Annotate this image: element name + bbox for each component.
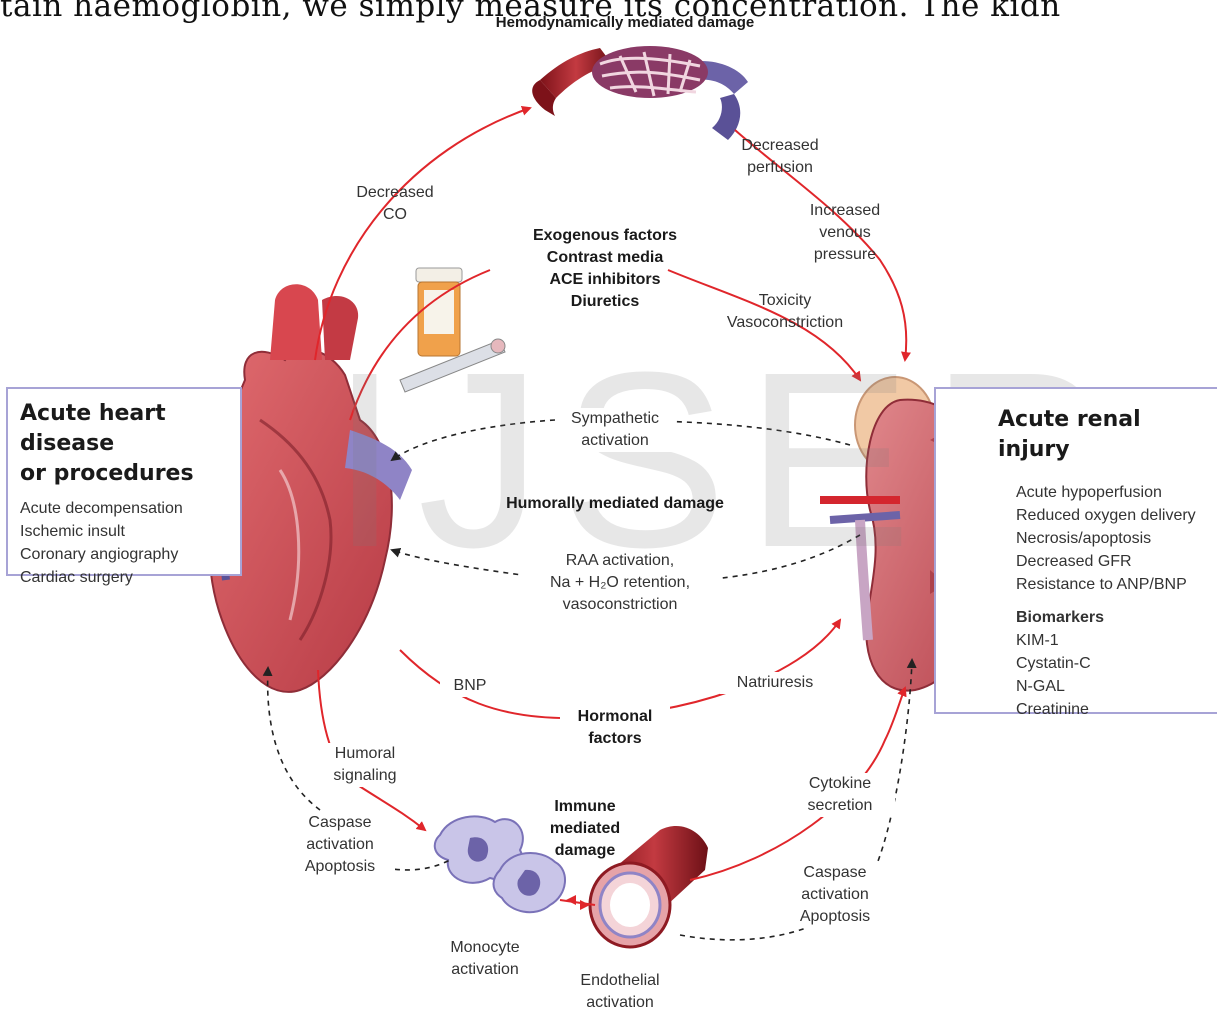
label-line: activation (555, 430, 675, 452)
label-line: activation (430, 959, 540, 981)
label-line: pressure (790, 244, 900, 266)
label-sympathetic: Sympathetic activation (555, 408, 675, 452)
label-line: activation (780, 884, 890, 906)
biomarker-item: KIM-1 (998, 629, 1217, 652)
pill-bottle-illustration (400, 268, 505, 392)
label-line: Exogenous factors (510, 225, 700, 247)
left-box-item: Acute decompensation (20, 497, 240, 520)
capillary-bed-illustration (532, 46, 748, 140)
label-line: Monocyte (430, 937, 540, 959)
left-box-item: Coronary angiography (20, 543, 240, 566)
label-decreased-perfusion: Decreased perfusion (725, 135, 835, 179)
label-line: activation (285, 834, 395, 856)
label-line: Increased (790, 200, 900, 222)
label-line: Apoptosis (285, 856, 395, 878)
label-line: Cytokine (785, 773, 895, 795)
label-line: secretion (785, 795, 895, 817)
arrow-hormonal (400, 620, 840, 718)
label-line: Endothelial (565, 970, 675, 992)
label-line: Immune (535, 796, 635, 818)
left-box-title-1: Acute heart disease (20, 399, 240, 459)
right-box-item: Necrosis/apoptosis (998, 527, 1217, 550)
label-endothelial: Endothelial activation (565, 970, 675, 1014)
label-line: Humoral (310, 743, 420, 765)
label-line: factors (560, 728, 670, 750)
label-line: signaling (310, 765, 420, 787)
label-monocyte: Monocyte activation (430, 937, 540, 981)
label-line: CO (340, 204, 450, 226)
label-line: damage (535, 840, 635, 862)
right-box-item: Reduced oxygen delivery (998, 504, 1217, 527)
label-line: vasoconstriction (520, 594, 720, 616)
label-humorally: Humorally mediated damage (490, 493, 740, 515)
label-line: RAA activation, (520, 550, 720, 572)
label-line: venous (790, 222, 900, 244)
label-decreased-co: Decreased CO (340, 182, 450, 226)
label-line: Contrast media (510, 247, 700, 269)
label-line: activation (565, 992, 675, 1014)
label-line: Caspase (780, 862, 890, 884)
label-natriuresis: Natriuresis (720, 672, 830, 694)
label-cytokine: Cytokine secretion (785, 773, 895, 817)
immune-left-head (566, 895, 576, 905)
label-hormonal: Hormonal factors (560, 706, 670, 750)
label-exogenous: Exogenous factors Contrast media ACE inh… (510, 225, 700, 313)
biomarker-item: Creatinine (998, 698, 1217, 721)
label-humoral-signaling: Humoral signaling (310, 743, 420, 787)
biomarker-item: Cystatin-C (998, 652, 1217, 675)
label-toxicity: Toxicity Vasoconstriction (710, 290, 860, 334)
label-increased-venous: Increased venous pressure (790, 200, 900, 266)
right-box-item: Decreased GFR (998, 550, 1217, 573)
dashed-sympathetic-left (392, 420, 555, 460)
label-raa: RAA activation, Na + H₂O retention, vaso… (520, 550, 720, 616)
right-box-item: Resistance to ANP/BNP (998, 573, 1217, 596)
label-line: perfusion (725, 157, 835, 179)
left-box-item: Cardiac surgery (20, 566, 240, 589)
label-line: Diuretics (510, 291, 700, 313)
label-line: Decreased (340, 182, 450, 204)
label-line: ACE inhibitors (510, 269, 700, 291)
right-box: Acute renal injury Acute hypoperfusion R… (934, 387, 1217, 714)
label-line: Caspase (285, 812, 395, 834)
label-caspase-left: Caspase activation Apoptosis (285, 812, 395, 878)
label-line: Toxicity (710, 290, 860, 312)
label-line: Vasoconstriction (710, 312, 860, 334)
label-line: Na + H₂O retention, (520, 572, 720, 594)
biomarkers-title: Biomarkers (998, 606, 1217, 629)
label-immune: Immune mediated damage (535, 796, 635, 862)
label-line: Apoptosis (780, 906, 890, 928)
label-line: Hormonal (560, 706, 670, 728)
label-line: Decreased (725, 135, 835, 157)
right-box-item: Acute hypoperfusion (998, 481, 1217, 504)
left-box: Acute heart disease or procedures Acute … (6, 387, 242, 576)
left-box-item: Ischemic insult (20, 520, 240, 543)
right-box-title: Acute renal injury (998, 405, 1217, 465)
label-bnp: BNP (440, 675, 500, 697)
label-caspase-right: Caspase activation Apoptosis (780, 862, 890, 928)
biomarker-item: N-GAL (998, 675, 1217, 698)
label-line: Sympathetic (555, 408, 675, 430)
label-line: mediated (535, 818, 635, 840)
title-hemodynamic: Hemodynamically mediated damage (470, 12, 780, 34)
immune-right-head (580, 900, 590, 910)
left-box-title-2: or procedures (20, 459, 240, 489)
